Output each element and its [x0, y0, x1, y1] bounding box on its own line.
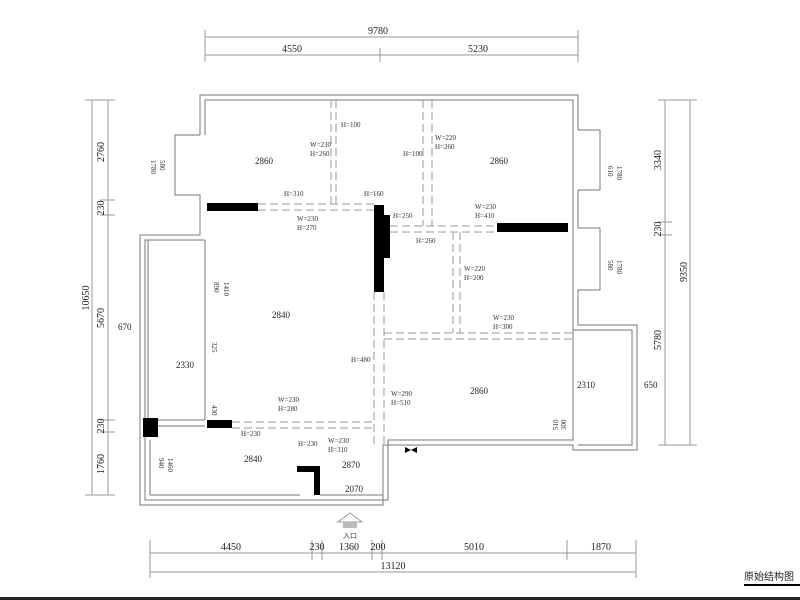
beam-label: H=200	[464, 274, 484, 282]
dim-top-total: 9780	[368, 26, 388, 37]
structural-columns	[143, 203, 568, 495]
drawing-title: 原始结构图	[744, 568, 800, 586]
window-label: 430	[210, 405, 218, 416]
beam-label: H=480	[351, 356, 371, 364]
dim-left-total: 10650	[81, 286, 92, 311]
dim-left-4: 230	[96, 419, 107, 434]
beam-label: W=230	[278, 396, 300, 404]
dim-bottom-2: 230	[310, 542, 325, 553]
beam-label: H=510	[391, 399, 411, 407]
dim-bottom-4: 200	[371, 542, 386, 553]
dim-bottom-total: 13120	[381, 561, 406, 572]
beam-label: H=280	[278, 405, 298, 413]
window-label: 580	[606, 260, 614, 271]
beam-label: H=100	[341, 121, 361, 129]
beam-label: W=290	[391, 390, 413, 398]
window-label: 1410	[222, 282, 230, 297]
dim-right-2: 230	[653, 222, 664, 237]
window-label: 300	[560, 419, 568, 430]
window-label: 580	[158, 160, 166, 171]
beam-label: H=230	[241, 430, 261, 438]
window-label: 610	[606, 166, 614, 177]
ceiling-height: 2860	[255, 156, 274, 166]
window-label: 1780	[149, 160, 157, 175]
beam-label: W=220	[464, 265, 486, 273]
window-label: 1780	[615, 166, 623, 181]
dim-bottom-6: 1870	[591, 542, 611, 553]
ceiling-height: 2860	[490, 156, 509, 166]
balcony-dim: 2310	[577, 380, 596, 390]
ceiling-height: 2860	[470, 386, 489, 396]
beam-label: W=230	[493, 314, 515, 322]
dim-bottom-3: 1360	[339, 542, 359, 553]
entry-dim: 2070	[345, 484, 364, 494]
entrance-label: 入口	[343, 532, 357, 540]
ceiling-height: 2840	[244, 454, 263, 464]
window-label: 940	[157, 458, 165, 469]
beam-label: W=230	[297, 215, 319, 223]
beam-label: H=300	[493, 323, 513, 331]
dim-left-1: 2760	[96, 142, 107, 162]
beam-label: H=260	[435, 143, 455, 151]
beam-label: H=160	[364, 190, 384, 198]
ceiling-height: 2840	[272, 310, 291, 320]
beam-label: H=250	[393, 212, 413, 220]
door-symbol-icon	[405, 447, 417, 453]
border-line	[0, 597, 800, 600]
dimension-lines	[85, 30, 697, 578]
beam-label: H=260	[310, 150, 330, 158]
dim-top-1: 4550	[282, 44, 302, 55]
beam-label: H=260	[416, 237, 436, 245]
dim-left-5: 1760	[96, 454, 107, 474]
beam-label: H=410	[475, 212, 495, 220]
beam-label: H=270	[297, 224, 317, 232]
window-label: 1780	[615, 260, 623, 275]
beam-label: W=230	[328, 437, 350, 445]
window-labels: 580 1780 610 1780 580 1780 890 1410 940 …	[149, 160, 623, 473]
dim-right-1: 3340	[653, 150, 664, 170]
dim-bottom-5: 5010	[464, 542, 484, 553]
dim-bottom-1: 4450	[221, 542, 241, 553]
window-label: 890	[212, 282, 220, 293]
beam-lines	[232, 100, 573, 445]
window-label: 325	[210, 342, 218, 353]
window-label: 1460	[166, 458, 174, 473]
balcony-dim: 2330	[176, 360, 195, 370]
dim-top-2: 5230	[468, 44, 488, 55]
beam-label: H=230	[298, 440, 318, 448]
beam-label: W=220	[435, 134, 457, 142]
beam-label: H=100	[403, 150, 423, 158]
entrance-arrow-icon	[336, 512, 364, 528]
ceiling-height: 2870	[342, 460, 361, 470]
dim-right-3: 5780	[653, 330, 664, 350]
window-label: 510	[552, 419, 560, 430]
beam-label: W=230	[475, 203, 497, 211]
beam-label: H=310	[328, 446, 348, 454]
balcony-dim: 670	[118, 322, 132, 332]
dim-right-total: 9350	[679, 262, 690, 282]
beam-label: H=310	[284, 190, 304, 198]
dim-left-3: 5670	[96, 308, 107, 328]
beam-labels: H=100 W=230 H=260 H=100 W=220 H=260 H=31…	[241, 121, 515, 454]
walls	[139, 94, 638, 506]
balcony-dim: 650	[644, 380, 658, 390]
dim-left-2: 230	[96, 201, 107, 216]
beam-label: W=230	[310, 141, 332, 149]
